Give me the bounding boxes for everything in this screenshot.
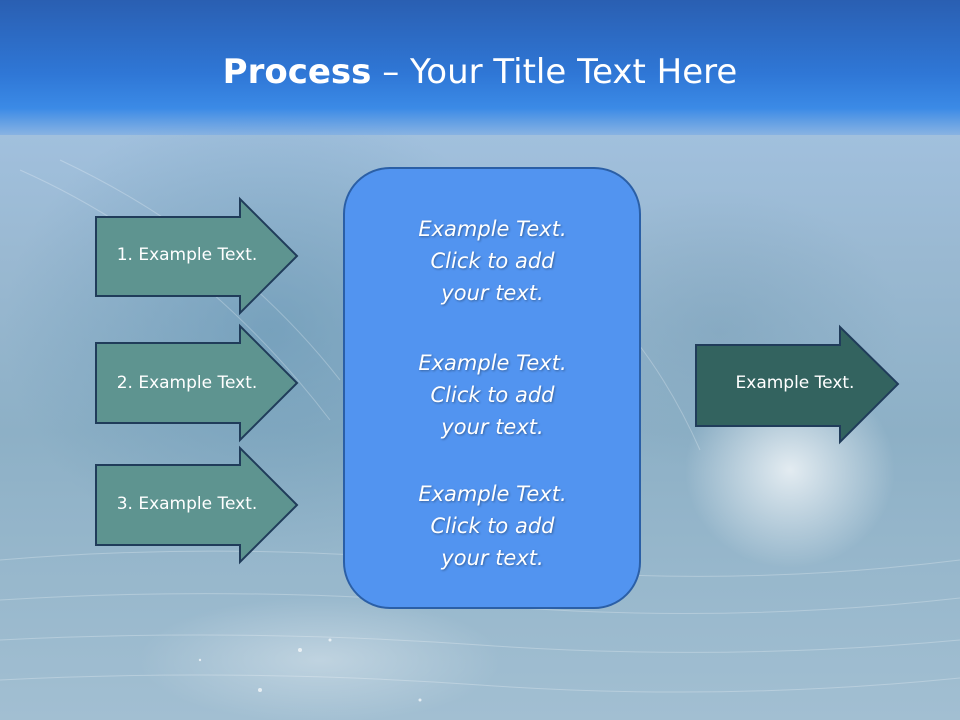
panel-text-block-1: Example Text. Click to add your text. <box>345 213 640 309</box>
panel-text-line: Click to add <box>430 514 555 538</box>
input-arrow-1-label: 1. Example Text. <box>116 245 258 265</box>
title-bar <box>0 0 960 135</box>
panel-text-line: Click to add <box>430 383 555 407</box>
panel-text-line: Example Text. <box>418 482 567 506</box>
panel-text-block-2: Example Text. Click to add your text. <box>345 347 640 443</box>
output-arrow[interactable] <box>695 324 900 445</box>
panel-text-block-3: Example Text. Click to add your text. <box>345 478 640 574</box>
page-title: Process – Your Title Text Here <box>0 52 960 92</box>
center-panel[interactable] <box>343 167 641 609</box>
panel-text-line: your text. <box>441 415 544 439</box>
panel-text-line: Example Text. <box>418 351 567 375</box>
input-arrow-2[interactable] <box>95 323 299 443</box>
panel-text-line: your text. <box>441 546 544 570</box>
output-arrow-label: Example Text. <box>735 373 855 393</box>
title-rest: Your Title Text Here <box>410 52 738 92</box>
input-arrow-3[interactable] <box>95 445 299 565</box>
panel-text-line: Click to add <box>430 249 555 273</box>
panel-text-line: your text. <box>441 281 544 305</box>
input-arrow-1[interactable] <box>95 196 299 316</box>
panel-text-line: Example Text. <box>418 217 567 241</box>
input-arrow-3-label: 3. Example Text. <box>116 494 258 514</box>
title-dash: – <box>371 52 411 92</box>
title-bold: Process <box>222 52 372 92</box>
input-arrow-2-label: 2. Example Text. <box>116 373 258 393</box>
